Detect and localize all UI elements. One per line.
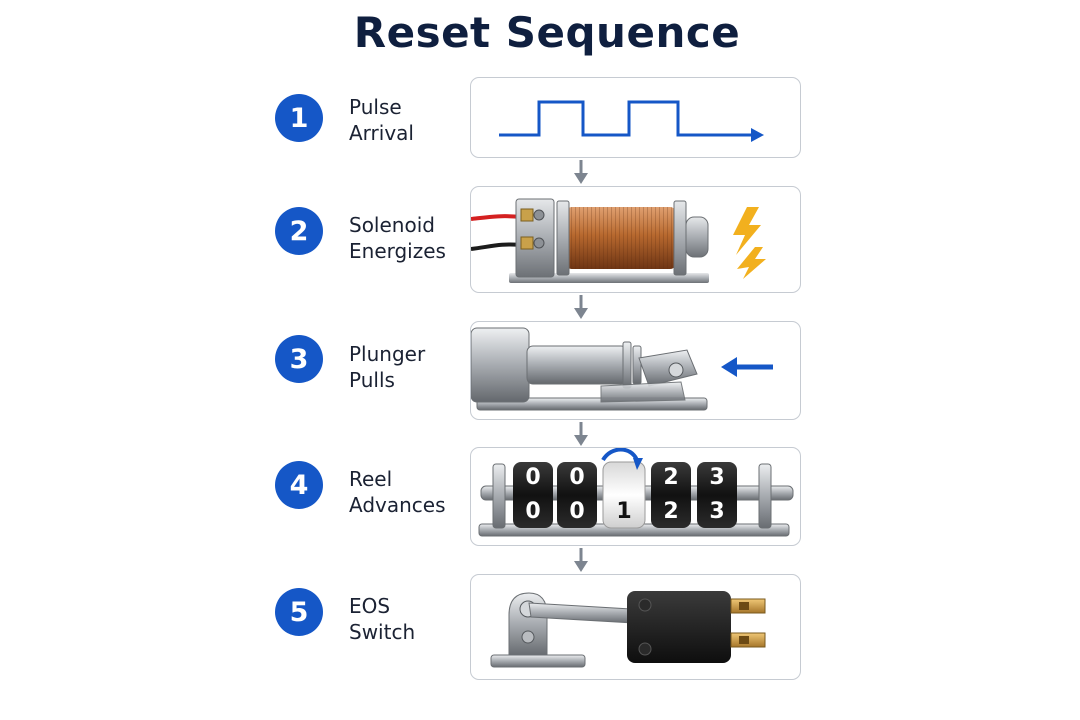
flow-arrow-4-icon [574, 548, 588, 572]
step-3-label: Plunger Pulls [349, 341, 464, 393]
step-2-label-line2: Energizes [349, 239, 446, 263]
flow-arrow-3-icon [574, 422, 588, 446]
step-5-label-line2: Switch [349, 620, 416, 644]
micro-switch-icon [490, 591, 766, 668]
step-1-panel [470, 77, 801, 158]
step-4-badge: 4 [275, 461, 323, 509]
step-5-label-line1: EOS [349, 594, 391, 618]
step-3-label-line2: Pulls [349, 368, 395, 392]
step-2-label: Solenoid Energizes [349, 212, 464, 264]
flow-arrow-2-icon [574, 295, 588, 319]
step-2-badge: 2 [275, 207, 323, 255]
step-4-panel: 0 0 2 3 0 0 1 2 3 [470, 447, 801, 546]
reel-5-top-digit: 3 [709, 465, 724, 490]
step-2-panel [470, 186, 801, 293]
step-3-label-line1: Plunger [349, 342, 426, 366]
reel-2-bottom-digit: 0 [569, 499, 584, 524]
step-5-badge: 5 [275, 588, 323, 636]
step-3-panel [470, 321, 801, 420]
step-1-label-line1: Pulse [349, 95, 402, 119]
step-4-label: Reel Advances [349, 466, 464, 518]
step-3-badge: 3 [275, 335, 323, 383]
flow-arrow-1-icon [574, 160, 588, 184]
step-1-label: Pulse Arrival [349, 94, 464, 146]
reel-4-bottom-digit: 2 [663, 499, 678, 524]
plunger-arm-icon [471, 327, 773, 411]
reel-1-top-digit: 0 [525, 465, 540, 490]
solenoid-coil-icon [471, 198, 766, 283]
counter-reel-icon: 0 0 2 3 0 0 1 2 3 [478, 448, 794, 537]
step-1-label-line2: Arrival [349, 121, 414, 145]
reel-4-top-digit: 2 [663, 465, 678, 490]
step-4-label-line2: Advances [349, 493, 446, 517]
reel-5-bottom-digit: 3 [709, 499, 724, 524]
reel-2-top-digit: 0 [569, 465, 584, 490]
reel-3-bottom-digit: 1 [616, 499, 631, 524]
step-5-panel [470, 574, 801, 680]
step-1-badge: 1 [275, 94, 323, 142]
reel-1-bottom-digit: 0 [525, 499, 540, 524]
step-5-label: EOS Switch [349, 593, 464, 645]
page-title: Reset Sequence [353, 8, 741, 57]
step-4-label-line1: Reel [349, 467, 393, 491]
step-2-label-line1: Solenoid [349, 213, 435, 237]
pulse-waveform-icon [499, 100, 764, 142]
